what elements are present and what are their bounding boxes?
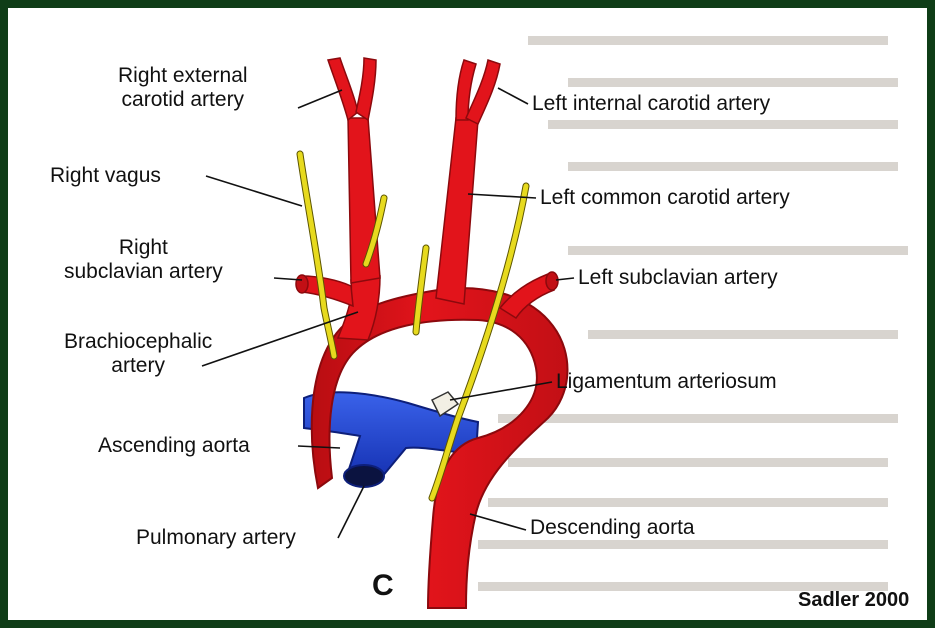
label-right-vagus: Right vagus (50, 164, 161, 188)
label-left-internal-carotid: Left internal carotid artery (532, 92, 770, 116)
credit-text: Sadler 2000 (798, 588, 909, 612)
label-pulmonary-artery: Pulmonary artery (136, 526, 296, 550)
label-descending-aorta: Descending aorta (530, 516, 695, 540)
label-right-external-carotid: Right external carotid artery (118, 64, 248, 112)
label-right-subclavian: Right subclavian artery (64, 236, 223, 284)
label-right-external-carotid-line2: carotid artery (122, 88, 245, 111)
label-brachiocephalic: Brachiocephalic artery (64, 330, 212, 378)
panel-letter: C (372, 574, 394, 598)
label-left-subclavian: Left subclavian artery (578, 266, 778, 290)
left-carotid-shape (436, 60, 500, 304)
label-brachiocephalic-line1: Brachiocephalic (64, 330, 212, 353)
label-right-subclavian-line2: subclavian artery (64, 260, 223, 283)
label-ligamentum-arteriosum: Ligamentum arteriosum (556, 370, 777, 394)
label-ascending-aorta: Ascending aorta (98, 434, 250, 458)
label-left-common-carotid: Left common carotid artery (540, 186, 790, 210)
label-right-external-carotid-line1: Right external (118, 64, 248, 87)
label-right-subclavian-line1: Right (119, 236, 168, 259)
label-brachiocephalic-line2: artery (111, 354, 165, 377)
